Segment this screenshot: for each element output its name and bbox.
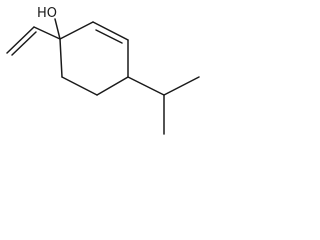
ring-bond-c4-c5 xyxy=(96,76,129,96)
structural-formula: HO xyxy=(6,6,200,135)
ring-bond-c2-c3 xyxy=(92,21,129,41)
hydroxyl-label: HO xyxy=(37,6,57,21)
ring-bond-c1-c2 xyxy=(59,21,94,40)
vinyl-terminal-double-bond-inner xyxy=(11,31,37,56)
ring-bond-c6-c1 xyxy=(59,38,63,78)
ring-double-bond-inner xyxy=(95,29,123,44)
hydroxyl-bond xyxy=(54,18,61,40)
ring-bond-c5-c6 xyxy=(61,76,98,96)
isopropyl-attach-bond xyxy=(127,76,165,96)
vinyl-terminal-double-bond-outer xyxy=(6,26,35,54)
isopropyl-methyl-bond-up xyxy=(163,76,200,96)
vinyl-to-ring-bond xyxy=(33,26,61,40)
